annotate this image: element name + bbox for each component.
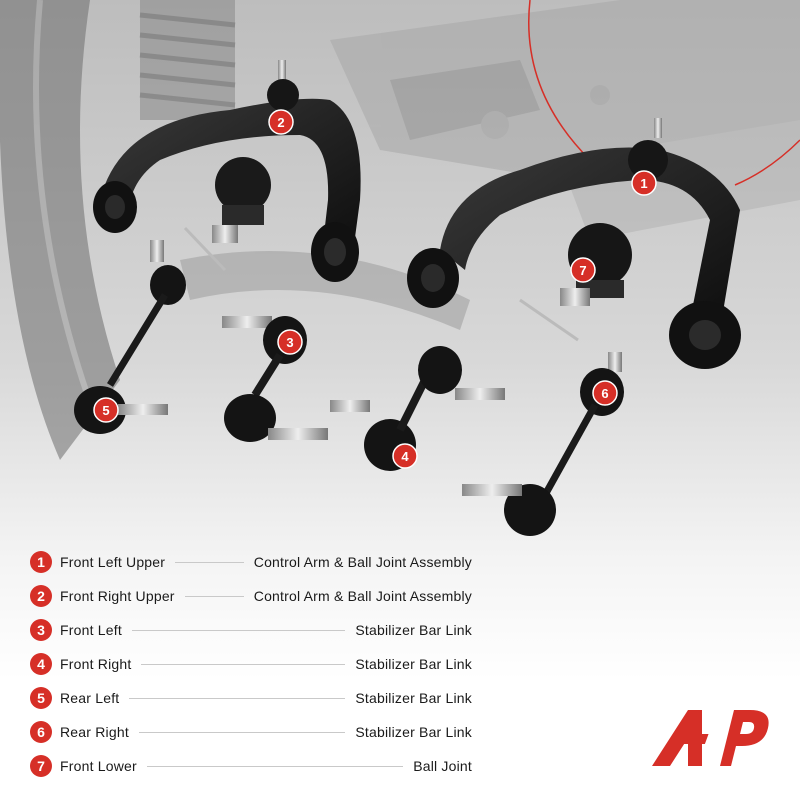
leader-line [138, 731, 346, 733]
callout-badge-7: 7 [570, 257, 596, 283]
part-label: Stabilizer Bar Link [355, 656, 472, 672]
legend-row: 7 Front Lower Ball Joint [30, 749, 472, 783]
a-premium-logo-icon [652, 710, 769, 766]
callout-badge-6: 6 [592, 380, 618, 406]
part-label: Stabilizer Bar Link [355, 690, 472, 706]
legend-row: 1 Front Left Upper Control Arm & Ball Jo… [30, 545, 472, 579]
leader-line [184, 595, 244, 597]
position-label: Front Lower [60, 758, 137, 774]
legend-row: 6 Rear Right Stabilizer Bar Link [30, 715, 472, 749]
number-badge: 7 [30, 755, 52, 777]
position-label: Front Left [60, 622, 122, 638]
part-label: Ball Joint [413, 758, 472, 774]
svg-text:3: 3 [286, 335, 293, 350]
part-label: Stabilizer Bar Link [355, 724, 472, 740]
part-label: Control Arm & Ball Joint Assembly [253, 554, 472, 570]
part-label: Stabilizer Bar Link [355, 622, 472, 638]
position-label: Front Right Upper [60, 588, 175, 604]
callout-badge-2: 2 [268, 109, 294, 135]
position-label: Front Left Upper [60, 554, 166, 570]
legend-row: 4 Front Right Stabilizer Bar Link [30, 647, 472, 681]
position-label: Rear Right [60, 724, 129, 740]
legend-row: 3 Front Left Stabilizer Bar Link [30, 613, 472, 647]
svg-text:6: 6 [601, 386, 608, 401]
leader-line [129, 697, 346, 699]
svg-text:1: 1 [640, 176, 647, 191]
control-arm-front-left-upper [407, 118, 741, 369]
number-badge: 4 [30, 653, 52, 675]
part-label: Control Arm & Ball Joint Assembly [253, 588, 472, 604]
number-badge: 2 [30, 585, 52, 607]
number-badge: 1 [30, 551, 52, 573]
callout-badge-1: 1 [631, 170, 657, 196]
control-arm-front-right-upper [93, 60, 361, 282]
parts-legend: 1 Front Left Upper Control Arm & Ball Jo… [30, 545, 472, 783]
leader-line [175, 561, 244, 563]
legend-row: 2 Front Right Upper Control Arm & Ball J… [30, 579, 472, 613]
svg-text:2: 2 [277, 115, 284, 130]
position-label: Rear Left [60, 690, 120, 706]
callout-badges: 2 1 7 3 5 6 4 [93, 109, 657, 469]
number-badge: 3 [30, 619, 52, 641]
callout-badge-5: 5 [93, 397, 119, 423]
svg-text:7: 7 [579, 263, 586, 278]
legend-row: 5 Rear Left Stabilizer Bar Link [30, 681, 472, 715]
callout-badge-4: 4 [392, 443, 418, 469]
leader-line [141, 663, 346, 665]
number-badge: 6 [30, 721, 52, 743]
stabilizer-link-rear-left [74, 240, 186, 434]
number-badge: 5 [30, 687, 52, 709]
leader-line [131, 629, 346, 631]
callout-badge-3: 3 [277, 329, 303, 355]
position-label: Front Right [60, 656, 132, 672]
svg-text:4: 4 [401, 449, 409, 464]
leader-line [146, 765, 404, 767]
svg-text:5: 5 [102, 403, 109, 418]
